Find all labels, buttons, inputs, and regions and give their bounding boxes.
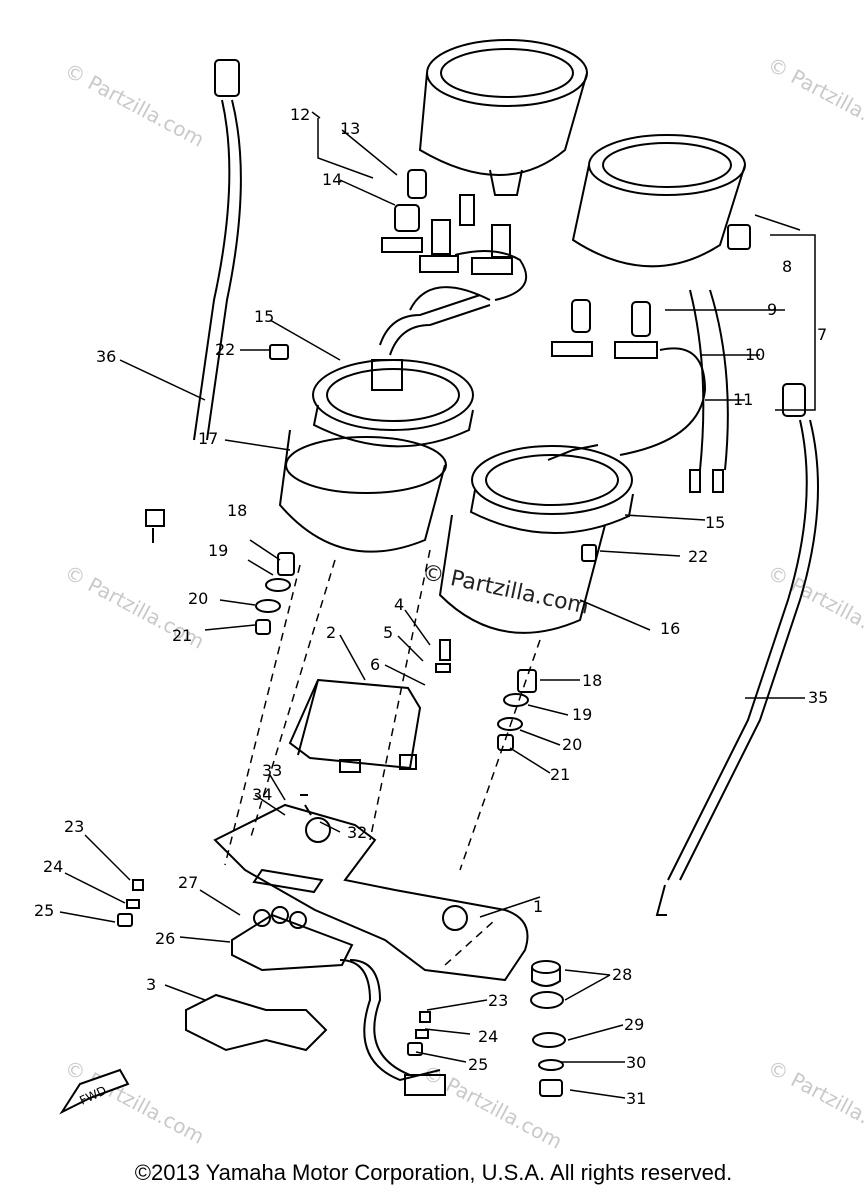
callout: 31 xyxy=(626,1089,646,1108)
callout: 24 xyxy=(43,857,63,876)
callout: 36 xyxy=(96,347,116,366)
callout: 27 xyxy=(178,873,198,892)
callout: 8 xyxy=(782,257,792,276)
copyright-notice: ©2013 Yamaha Motor Corporation, U.S.A. A… xyxy=(134,1160,733,1185)
callout: 1 xyxy=(533,897,543,916)
left-meter-assembly xyxy=(379,39,588,356)
callout: 4 xyxy=(394,595,404,614)
callout: 33 xyxy=(262,761,282,780)
callout: 32 xyxy=(347,823,367,842)
callout: 12 xyxy=(290,105,310,124)
callout: 2 xyxy=(326,623,336,642)
callout: 18 xyxy=(227,501,247,520)
right-meter-assembly xyxy=(551,134,751,493)
callout: 34 xyxy=(252,785,272,804)
indicator-bracket xyxy=(185,993,328,1052)
callout: 25 xyxy=(468,1055,488,1074)
callout: 16 xyxy=(660,619,680,638)
callout: 20 xyxy=(562,735,582,754)
cover-box xyxy=(288,639,451,773)
callout: 22 xyxy=(215,340,235,359)
meter-bracket xyxy=(213,794,529,982)
right-lower-housing xyxy=(438,444,634,634)
callout: 21 xyxy=(172,626,192,645)
callout: 10 xyxy=(745,345,765,364)
damper-stack xyxy=(530,960,566,1097)
callout: 30 xyxy=(626,1053,646,1072)
callout: 28 xyxy=(612,965,632,984)
callout: 23 xyxy=(64,817,84,836)
callout: 26 xyxy=(155,929,175,948)
callout: 13 xyxy=(340,119,360,138)
callout: 29 xyxy=(624,1015,644,1034)
callout-labels: 1 2 3 4 5 6 7 8 9 10 11 12 13 14 15 15 1… xyxy=(34,105,828,1108)
callout: 7 xyxy=(817,325,827,344)
callout: 24 xyxy=(478,1027,498,1046)
callout: 11 xyxy=(733,390,753,409)
leader-lines xyxy=(59,111,816,1099)
callout: 5 xyxy=(383,623,393,642)
callout: 3 xyxy=(146,975,156,994)
callout: 23 xyxy=(488,991,508,1010)
callout: 14 xyxy=(322,170,342,189)
callout: 15 xyxy=(705,513,725,532)
callout: 19 xyxy=(208,541,228,560)
tachometer-cable xyxy=(655,383,819,916)
callout: 19 xyxy=(572,705,592,724)
callout: 22 xyxy=(688,547,708,566)
callout: 35 xyxy=(808,688,828,707)
callout: 20 xyxy=(188,589,208,608)
speedometer-cable xyxy=(145,59,242,543)
callout: 21 xyxy=(550,765,570,784)
fwd-arrow: FWD xyxy=(59,1068,130,1115)
callout: 15 xyxy=(254,307,274,326)
callout: 9 xyxy=(767,300,777,319)
callout: 6 xyxy=(370,655,380,674)
callout: 18 xyxy=(582,671,602,690)
callout: 17 xyxy=(198,429,218,448)
left-lower-housing xyxy=(278,359,474,553)
indicator-lamp xyxy=(231,906,446,1096)
callout: 25 xyxy=(34,901,54,920)
exploded-view-drawing: 1 2 3 4 5 6 7 8 9 10 11 12 13 14 15 15 1… xyxy=(34,39,828,1115)
